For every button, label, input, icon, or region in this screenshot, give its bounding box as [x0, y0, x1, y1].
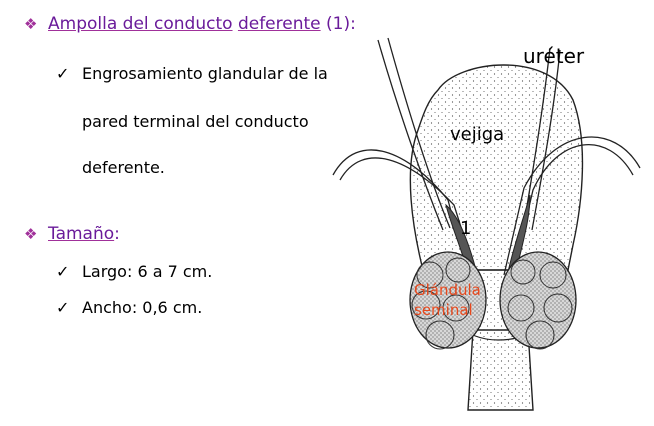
heading-number: (1):	[326, 14, 356, 34]
section2-heading: ❖ Tamaño:	[24, 224, 120, 244]
section1-item: ✓ Engrosamiento glandular de la	[56, 64, 328, 83]
section1-heading: ❖ Ampolla del conducto deferente (1):	[24, 14, 356, 34]
heading-tamano: Tamaño	[48, 224, 115, 244]
item-line-3: deferente.	[82, 158, 165, 177]
diamond-bullet-icon: ❖	[24, 225, 38, 243]
bladder-shape	[409, 64, 584, 271]
right-seminal-vesicle	[499, 251, 577, 350]
diamond-bullet-icon: ❖	[24, 15, 38, 33]
label-glandula-seminal: Glándula seminal	[414, 281, 481, 319]
label-ureter: uréter	[523, 44, 585, 68]
heading-ampolla: Ampolla del conducto	[48, 14, 233, 34]
right-vas-deferens	[512, 143, 634, 276]
check-icon: ✓	[56, 298, 70, 317]
size-item-length: ✓ Largo: 6 a 7 cm.	[56, 262, 213, 281]
heading-deferente: deferente	[237, 14, 321, 34]
check-icon: ✓	[56, 64, 70, 83]
item-line-2: pared terminal del conducto	[82, 112, 309, 131]
left-seminal-vesicle	[409, 251, 487, 350]
size-item-width: ✓ Ancho: 0,6 cm.	[56, 298, 203, 317]
anatomy-illustration	[332, 37, 641, 411]
item-line-1: Engrosamiento glandular de la	[82, 64, 328, 83]
label-vejiga: vejiga	[450, 124, 505, 145]
check-icon: ✓	[56, 262, 70, 281]
label-ampulla-number: 1	[460, 218, 472, 239]
left-ureter	[377, 39, 444, 231]
seminal-vesicle-diagram: uréter vejiga 1 Glándula seminal	[318, 30, 654, 422]
